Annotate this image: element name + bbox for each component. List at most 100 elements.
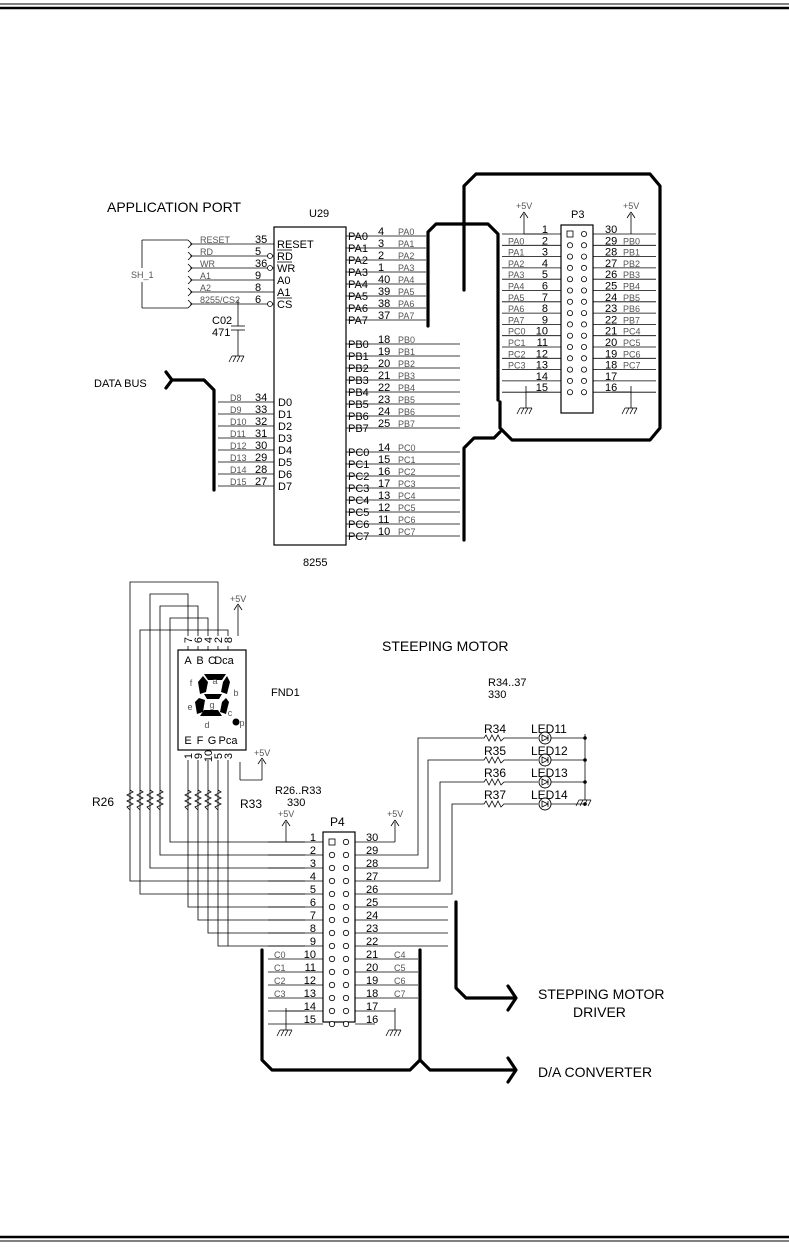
p3-right-pin-number: 19: [605, 348, 617, 360]
control-pin-number: 35: [255, 234, 267, 246]
p4-left-pin-number: 1: [310, 832, 316, 844]
p3-pin-hole: [581, 242, 588, 249]
control-pin-name: WR: [277, 263, 295, 275]
pa-pin-name: PA1: [348, 243, 368, 255]
p3-pins: 12PA03PA14PA25PA36PA47PA58PA69PA710PC011…: [502, 224, 656, 396]
p3-right-pin-number: 28: [605, 247, 617, 259]
p3-left-net: PA4: [508, 282, 524, 292]
fnd-bottom-pin-number: 5: [213, 753, 225, 759]
p4-left-pin-number: 3: [310, 858, 316, 870]
led-diode-icon: [541, 800, 549, 808]
p4-right-pin-number: 24: [366, 910, 378, 922]
led-resistor-label: R36: [484, 766, 506, 780]
p3-right-net: PB5: [623, 293, 640, 303]
pc-net-label: PC6: [398, 515, 416, 525]
pc-pin-number: 14: [378, 442, 390, 454]
seven-segment-glyph: [195, 674, 240, 726]
p3-left-pin-number: 10: [536, 326, 548, 338]
p3-left-pin-number: 2: [542, 235, 548, 247]
p3-left-pin-number: 9: [542, 314, 548, 326]
pa-pin-name: PA2: [348, 255, 368, 267]
p3-pin-hole: [567, 377, 574, 384]
inverting-bubble: [267, 301, 273, 307]
data-pin-name: D4: [278, 445, 292, 457]
p4-right-pin-number: 26: [366, 884, 378, 896]
p4-left-pin-number: 4: [310, 871, 316, 883]
stepper-bus: [454, 900, 518, 1012]
data-pin-number: 31: [255, 428, 267, 440]
pa-net-label: PA4: [398, 275, 414, 285]
fnd-bottom-pin-number: 1: [183, 753, 195, 759]
pa-net-label: PA5: [398, 287, 414, 297]
p4-right-pin-number: 27: [366, 871, 378, 883]
pc-pin-name: PC6: [348, 519, 369, 531]
p3-left-pin-number: 12: [536, 348, 548, 360]
led-label: LED11: [531, 722, 567, 736]
segment-letter: a: [212, 676, 217, 686]
pb-pin-number: 25: [378, 418, 390, 430]
pc-pin-name: PC2: [348, 471, 369, 483]
fnd-bottom-pin-number: 3: [223, 753, 235, 759]
p4-pin-hole: [342, 916, 350, 924]
p4-right-wiring: [375, 737, 480, 947]
led-resistor-label: R37: [484, 788, 506, 802]
p3-right-net: PC4: [623, 327, 641, 337]
pa-net-label: PA7: [398, 311, 414, 321]
fnd-top-segment-label: B: [196, 655, 203, 667]
pc-pin-number: 13: [378, 490, 390, 502]
p3-right-pin-number: 17: [605, 371, 617, 383]
p4-pin-hole: [328, 981, 336, 989]
p3-right-pin-number: 22: [605, 314, 617, 326]
p4-left-pin-number: 12: [304, 975, 316, 987]
data-pin-name: D6: [278, 469, 292, 481]
pa-pin-number: 4: [378, 226, 384, 238]
p3-pin-hole: [581, 264, 588, 271]
fnd-top-pin-number: 2: [213, 637, 225, 643]
stepper-driver-line2: DRIVER: [573, 1004, 626, 1020]
p3-right-net: PC5: [623, 338, 641, 348]
led-group-value: 330: [488, 689, 506, 701]
p4-pin-hole: [328, 851, 336, 859]
pc-net-label: PC3: [398, 479, 416, 489]
data-pin-name: D2: [278, 421, 292, 433]
pc-pin-name: PC0: [348, 447, 369, 459]
data-pin-number: 34: [255, 392, 267, 404]
p4-pin-hole: [342, 994, 350, 1002]
pc-net-label: PC2: [398, 467, 416, 477]
r-group-value: 330: [287, 797, 305, 809]
pc-net-label: PC1: [398, 455, 416, 465]
bus-entry: [187, 287, 193, 297]
p3-pin-hole: [581, 355, 588, 362]
data-pin-number: 27: [255, 476, 267, 488]
p4-pin-hole: [342, 1007, 350, 1015]
data-net-label: D13: [230, 453, 247, 463]
segment-letter: e: [187, 702, 192, 712]
p3-left-pin-number: 14: [536, 371, 548, 383]
pb-net-label: PB0: [398, 335, 415, 345]
p4-right-net: C5: [394, 963, 406, 973]
segment-letter: d: [204, 720, 209, 730]
data-pin-number: 33: [255, 404, 267, 416]
fnd-top-pin-number: 7: [183, 637, 195, 643]
p3-pin-hole: [567, 355, 574, 362]
data-pin-number: 30: [255, 440, 267, 452]
p4-right-pin-number: 23: [366, 923, 378, 935]
p4-pin-hole: [328, 929, 336, 937]
data-net-label: D15: [230, 477, 247, 487]
p4-pin-hole: [328, 864, 336, 872]
pa-net-label: PA6: [398, 299, 414, 309]
led-resistor: [480, 756, 538, 764]
p3-pin-hole: [581, 343, 588, 350]
data-bus-line: [164, 370, 216, 492]
sh1-bracket: [141, 239, 188, 309]
p3-left-pin-number: 4: [542, 258, 548, 270]
control-pin-number: 5: [255, 246, 261, 258]
p4-pin1-square: [328, 838, 336, 846]
resistor: [214, 789, 222, 811]
p4-pin-hole: [342, 942, 350, 950]
fnd-wiring: [129, 581, 305, 947]
p4-vcc-right-label: +5V: [387, 809, 403, 819]
